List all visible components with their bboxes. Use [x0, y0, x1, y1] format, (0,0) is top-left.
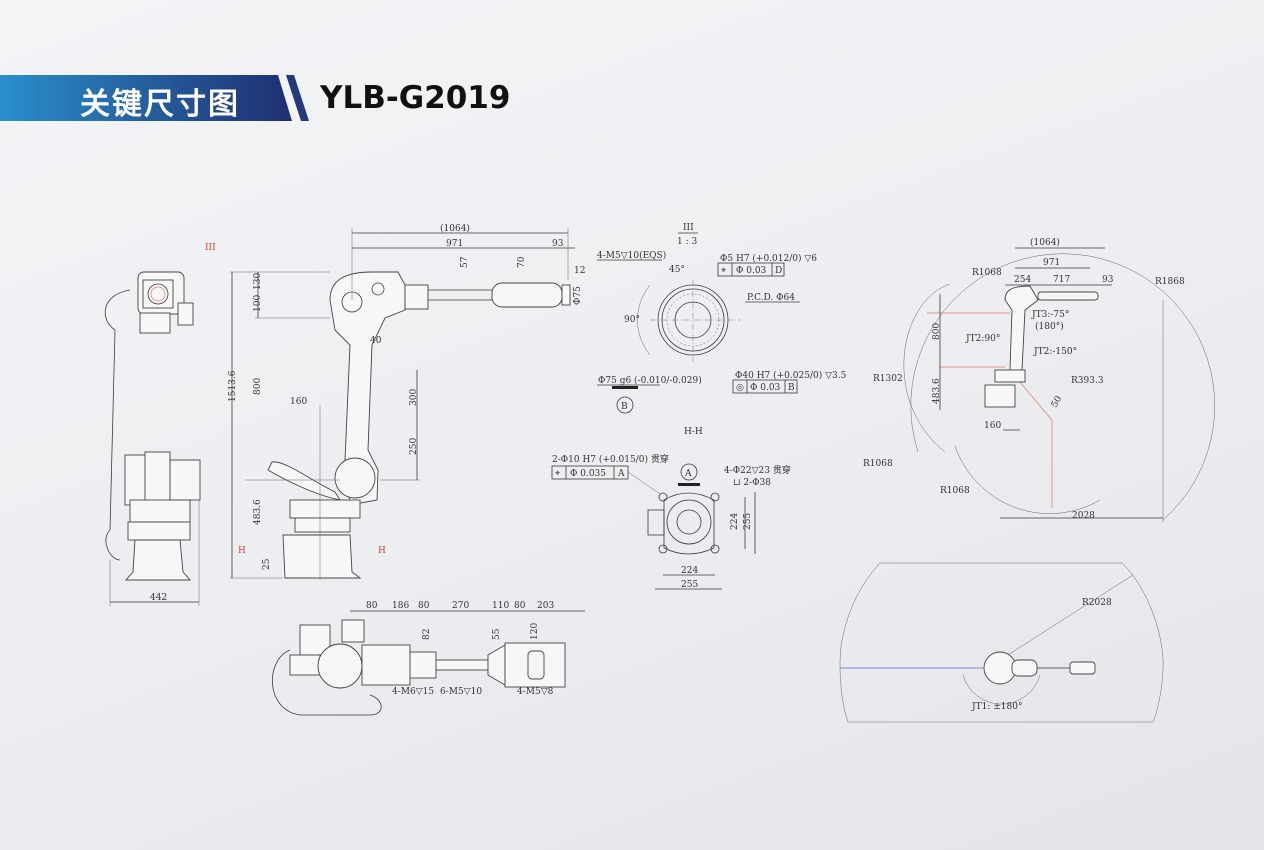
callout-pcd: P.C.D. Φ64	[747, 293, 795, 303]
dim-203: 203	[537, 601, 554, 611]
fcf-symbol: ⌖	[555, 469, 560, 479]
radius-r393: R393.3	[1071, 376, 1104, 386]
dim-1513-6: 1513.6	[228, 370, 238, 402]
callout-m6: 4-M6▽15	[392, 687, 434, 697]
section-mark-iii: III	[205, 243, 216, 253]
callout-d40-h7: Φ40 H7 (+0.025/0) ▽3.5	[735, 370, 847, 381]
dim-255-h: 255	[681, 580, 698, 590]
env-dim-483-6: 483.6	[932, 378, 942, 404]
dim-224-v: 224	[730, 513, 740, 530]
dim-12: 12	[574, 266, 585, 276]
dim-224-h: 224	[681, 566, 698, 576]
env-dim-717: 717	[1053, 275, 1070, 285]
detail-title: III	[683, 223, 694, 233]
jt1-limit: JT1: ±180°	[971, 702, 1022, 712]
dim-100: 100	[253, 295, 263, 312]
dim-80-a: 80	[366, 601, 378, 611]
callout-4-m5: 4-M5▽10(EQS)	[597, 250, 666, 261]
fcf-symbol: ◎	[736, 383, 744, 393]
angle-45: 45°	[669, 265, 685, 275]
env-dim-254: 254	[1014, 275, 1031, 285]
fcf-datum: B	[788, 383, 795, 393]
callout-m5-10: 6-M5▽10	[440, 687, 482, 697]
dim-442: 442	[150, 593, 167, 603]
dim-160: 160	[290, 397, 307, 407]
dim-300: 300	[409, 389, 419, 406]
dim-40: 40	[370, 336, 382, 346]
fcf-bottom: ◎ Φ 0.03 B	[732, 379, 798, 394]
model-name: YLB-G2019	[320, 80, 511, 116]
callout-d75-g6: Φ75 g6 (-0.010/-0.029)	[598, 375, 702, 386]
dim-250: 250	[409, 438, 419, 455]
dim-800: 800	[253, 378, 263, 395]
angle-90: 90°	[624, 315, 640, 325]
env-dim-2028: 2028	[1072, 511, 1095, 521]
dim-130: 130	[253, 273, 263, 290]
page-title: 关键尺寸图	[80, 87, 240, 122]
fcf-hh: ⌖ Φ 0.035 A	[551, 465, 629, 480]
dim-55: 55	[492, 628, 502, 640]
env-dim-1064: (1064)	[1030, 237, 1060, 248]
radius-r2028: R2028	[1082, 598, 1112, 608]
fcf-top: ⌖ Φ 0.03 D	[717, 262, 785, 277]
env-dim-93: 93	[1102, 275, 1114, 285]
jt2-limit-pos: JT2:90°	[965, 334, 1000, 344]
dim-110: 110	[492, 601, 509, 611]
dim-80-c: 80	[514, 601, 526, 611]
dim-971: 971	[446, 239, 463, 249]
env-dim-971: 971	[1043, 258, 1060, 268]
fcf-tolerance: Φ 0.03	[736, 266, 767, 276]
env-dim-800: 800	[932, 323, 942, 340]
dim-93: 93	[552, 239, 564, 249]
callout-m5-8: 4-M5▽8	[517, 687, 554, 697]
dim-255-v: 255	[743, 513, 753, 530]
callout-d5-h7: Φ5 H7 (+0.012/0) ▽6	[720, 253, 817, 264]
dim-120: 120	[530, 623, 540, 640]
section-mark-h-right: H	[378, 546, 386, 556]
dim-483-6: 483.6	[253, 499, 263, 525]
detail-scale: 1 : 3	[677, 237, 697, 247]
dim-80-b: 80	[418, 601, 430, 611]
dim-270: 270	[452, 601, 469, 611]
work-envelope-side: (1064) 971 254 717 93 800 483.6 160 2028…	[863, 237, 1215, 522]
dim-70: 70	[517, 256, 527, 268]
dim-d75: Φ75	[573, 286, 583, 305]
fcf-datum: D	[775, 266, 782, 276]
dim-57: 57	[460, 256, 470, 268]
env-dim-160: 160	[984, 421, 1001, 431]
callout-4-d22: 4-Φ22▽23 贯穿	[724, 464, 791, 476]
dim-82: 82	[422, 629, 432, 640]
section-title: H-H	[684, 427, 703, 437]
radius-r1868: R1868	[1155, 277, 1185, 287]
side-view: (1064) 971 93 57 70 12 Φ75 130 100 40 15…	[228, 223, 585, 580]
dim-186: 186	[392, 601, 409, 611]
section-hh: H-H A 2-Φ10 H7 (+0.015/0) 贯穿 ⌖ Φ 0.035 A…	[551, 427, 791, 590]
dim-1064: (1064)	[440, 223, 470, 234]
fcf-datum: A	[617, 469, 625, 479]
fcf-tolerance: Φ 0.035	[570, 469, 606, 479]
dim-25: 25	[262, 558, 272, 570]
title-banner	[0, 75, 309, 121]
radius-r1068-top: R1068	[972, 268, 1002, 278]
datum-b: B	[621, 402, 628, 412]
env-dim-50: 50	[1050, 394, 1065, 409]
top-view: 80 186 80 270 110 80 203 82 55 120 4-M6▽…	[271, 601, 585, 716]
radius-r1068-left: R1068	[863, 459, 893, 469]
fcf-symbol: ⌖	[721, 266, 726, 276]
front-view: 442 III	[104, 243, 216, 606]
datum-a: A	[684, 469, 692, 479]
fcf-tolerance: Φ 0.03	[750, 383, 781, 393]
radius-r1068-bottom: R1068	[940, 486, 970, 496]
radius-r1302: R1302	[873, 374, 903, 384]
work-envelope-top: R2028 JT1: ±180°	[839, 562, 1164, 723]
section-mark-h-left: H	[238, 546, 246, 556]
detail-iii: III 1 : 3 4-M5▽10(EQS) 45° Φ5 H7 (+0.012…	[597, 223, 847, 414]
jt2-limit-neg: JT2:-150°	[1033, 347, 1077, 357]
callout-2-d10: 2-Φ10 H7 (+0.015/0) 贯穿	[552, 453, 669, 465]
callout-2-d38: ⊔ 2-Φ38	[733, 478, 771, 488]
jt3-limit: JT3:-75°	[1031, 310, 1069, 320]
jt3-range: (180°)	[1035, 321, 1064, 332]
